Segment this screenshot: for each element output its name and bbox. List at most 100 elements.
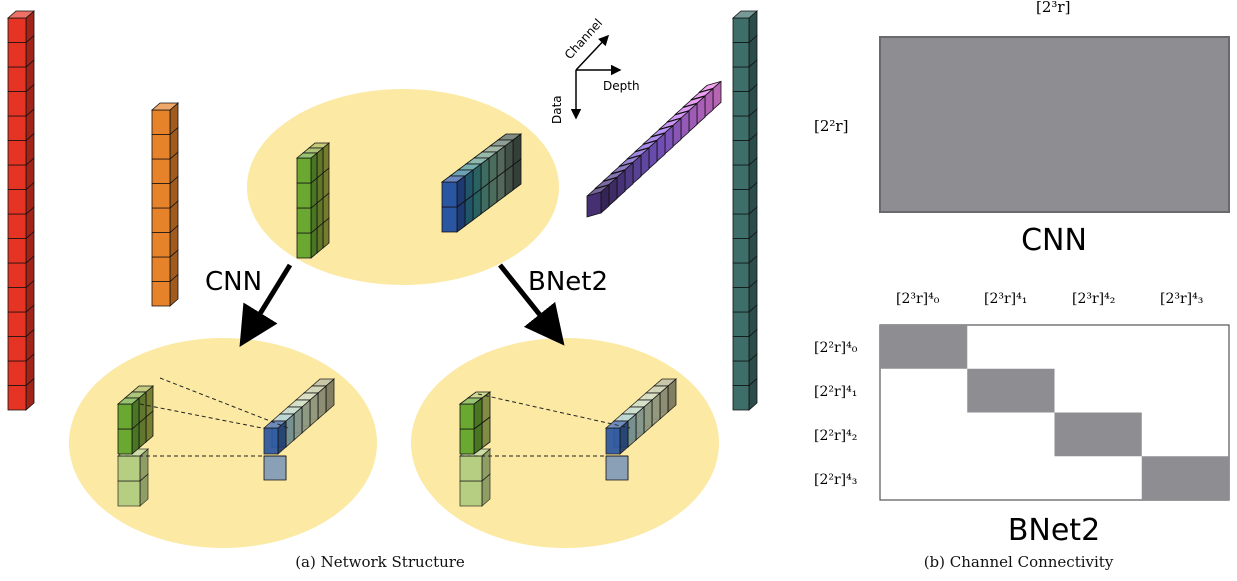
br-green-block-layer-top: [458, 397, 484, 405]
red-column-cube: [7, 287, 27, 313]
teal-column-cube: [732, 42, 750, 68]
teal-column-cube: [732, 91, 750, 117]
red-column-cube: [7, 336, 27, 362]
green-kernel-block-layer-cube: [296, 157, 312, 184]
axis-label-channel: Channel: [562, 16, 605, 62]
caption-network-structure: (a) Network Structure: [295, 553, 465, 571]
cube-stacks: [6, 10, 759, 507]
teal-column-cube: [732, 213, 750, 239]
ghost-green-column-2-cube: [459, 480, 483, 507]
axis-label-depth: Depth: [603, 79, 640, 93]
blue-feature-block-layer-cube: [441, 206, 458, 233]
br-ghost-blue-cube: [605, 455, 629, 481]
ghost-green-column-cube: [117, 455, 141, 482]
bnet2-col-label-0: [2³r]⁴₀: [896, 291, 940, 307]
bnet2-row-label-2: [2²r]⁴₂: [814, 428, 857, 444]
bnet2-row-label-3: [2²r]⁴₃: [814, 472, 857, 488]
purple-bar-cube: [586, 191, 602, 218]
bl-green-block-layer-top: [116, 397, 141, 405]
green-kernel-block-layer-top: [295, 152, 319, 159]
bnet2-col-label-1: [2³r]⁴₁: [984, 291, 1027, 307]
orange-column-cube: [151, 207, 171, 233]
orange-column-cube: [151, 109, 171, 135]
red-column-cube: [7, 66, 27, 92]
cnn-arrow-label: CNN: [205, 267, 262, 297]
green-kernel-block-layer-cube: [296, 232, 312, 259]
red-column-cube: [7, 385, 27, 411]
green-kernel-block-layer-cube: [296, 182, 312, 209]
teal-column-cube: [732, 17, 750, 43]
bnet2-arrow: [498, 263, 565, 346]
blue-feature-block-layer-cube: [441, 181, 458, 208]
orange-column-cube: [151, 134, 171, 160]
bnet2-row-label-1: [2²r]⁴₁: [814, 384, 857, 400]
bnet2-block-1: [967, 368, 1055, 413]
teal-column-cube: [732, 336, 750, 362]
br-green-block-layer-cube: [459, 428, 475, 455]
red-column-cube: [7, 238, 27, 264]
teal-column-cube: [732, 385, 750, 411]
bnet2-arrow-label: BNet2: [528, 267, 608, 297]
orange-column-cube: [151, 232, 171, 258]
red-column-top: [6, 10, 36, 19]
bl-feature-block-layer-cube: [263, 427, 279, 455]
axis-label-data: Data: [550, 95, 564, 124]
cnn-title: CNN: [1021, 223, 1087, 258]
br-feature-block-layer-cube: [605, 427, 621, 455]
dashed-connections: [118, 377, 631, 457]
bnet2-block-3: [1141, 456, 1229, 500]
ghost-green-column-2-cube: [459, 455, 483, 482]
bnet2-col-label-2: [2³r]⁴₂: [1072, 291, 1115, 307]
teal-column-top: [731, 10, 759, 19]
orange-column-cube: [151, 158, 171, 184]
bottom-left-ellipse: [69, 338, 377, 548]
bl-ghost-blue-cube: [263, 455, 287, 481]
blue-feature-block-layer-top: [440, 175, 467, 183]
red-column-cube: [7, 115, 27, 141]
orange-column-top: [150, 102, 180, 111]
teal-column-cube: [732, 360, 750, 386]
teal-column-cube: [732, 164, 750, 190]
bnet2-block-2: [1054, 412, 1142, 457]
bnet2-diagonal-blocks: [880, 325, 1229, 500]
red-column-cube: [7, 189, 27, 215]
bottom-right-ellipse: [411, 338, 719, 548]
cnn-row-label: [2²r]: [814, 117, 848, 135]
teal-column-cube: [732, 311, 750, 337]
teal-column-cube: [732, 238, 750, 264]
green-kernel-block-layer-cube: [296, 207, 312, 234]
red-column-cube: [7, 42, 27, 68]
red-column-cube: [7, 213, 27, 239]
teal-column-cube: [732, 115, 750, 141]
orange-column-cube: [151, 256, 171, 282]
red-column-cube: [7, 140, 27, 166]
bnet2-block-0: [880, 325, 968, 369]
teal-column-cube: [732, 66, 750, 92]
bl-feature-block-layer-top: [262, 420, 288, 429]
bnet2-row-label-0: [2²r]⁴₀: [814, 340, 858, 356]
caption-channel-connectivity: (b) Channel Connectivity: [923, 553, 1114, 571]
cnn-arrow: [239, 263, 293, 348]
orange-column-cube: [151, 183, 171, 209]
bl-green-block-layer-cube: [117, 403, 133, 430]
teal-column-cube: [732, 189, 750, 215]
red-column-cube: [7, 262, 27, 288]
bnet2-col-label-3: [2³r]⁴₃: [1160, 291, 1203, 307]
bnet2-title: BNet2: [1008, 513, 1100, 548]
teal-column-cube: [732, 287, 750, 313]
red-column-cube: [7, 360, 27, 386]
red-column-cube: [7, 164, 27, 190]
axes-indicator: [570, 34, 622, 120]
bl-green-block-layer-cube: [117, 428, 133, 455]
red-column-cube: [7, 311, 27, 337]
br-green-block-layer-cube: [459, 403, 475, 430]
teal-column-cube: [732, 262, 750, 288]
ghost-green-column-cube: [117, 480, 141, 507]
cnn-connectivity-block: [879, 36, 1230, 213]
red-column-cube: [7, 17, 27, 43]
orange-column-cube: [151, 281, 171, 307]
cnn-col-label: [2³r]: [1036, 0, 1070, 16]
red-column-cube: [7, 91, 27, 117]
teal-column-cube: [732, 140, 750, 166]
